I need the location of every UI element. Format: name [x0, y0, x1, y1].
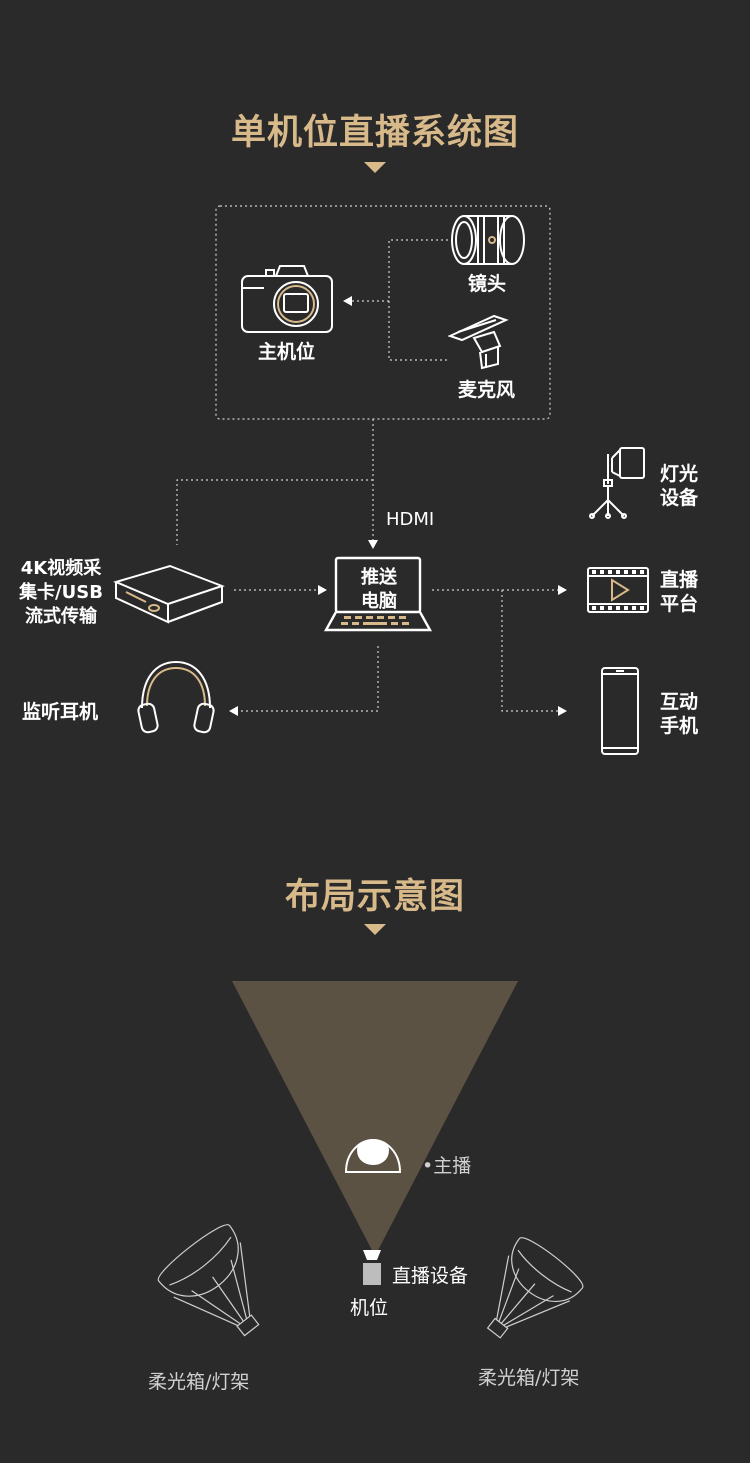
softbox-right-label: 柔光箱/灯架 [478, 1367, 580, 1389]
system-diagram-title: 单机位直播系统图 [230, 113, 519, 153]
layout-diagram-title: 布局示意图 [284, 877, 465, 917]
live-device-label: 直播设备 [392, 1265, 469, 1287]
push-computer-label-line1: 推送 [361, 567, 397, 588]
softbox-left-icon [157, 1224, 260, 1337]
anchor-icon [344, 1138, 402, 1173]
softbox-left-label: 柔光箱/灯架 [148, 1371, 250, 1393]
title-pointer-icon [364, 162, 386, 173]
light-stand-icon [589, 447, 645, 519]
camera-lens-icon [363, 1250, 381, 1260]
phone-icon [601, 667, 639, 755]
live-platform-label-line2: 平台 [660, 593, 699, 615]
capture-card-label-line3: 流式传输 [25, 606, 97, 627]
camera-kit-dashed-box [215, 205, 551, 420]
laptop-to-phone-line [501, 590, 558, 712]
camera-icon [241, 265, 333, 333]
push-computer-label-line2: 电脑 [361, 591, 397, 612]
laptop-icon [324, 556, 433, 632]
lighting-label-line2: 设备 [660, 487, 699, 509]
arrow-capture-to-laptop [318, 585, 327, 595]
arrow-to-phone [558, 706, 567, 716]
interactive-phone-label-line2: 手机 [660, 715, 699, 737]
capture-card-label-line1: 4K视频采 [20, 558, 102, 579]
layout-title-pointer-icon [364, 924, 386, 935]
main-camera-label: 主机位 [258, 341, 316, 363]
lens-label: 镜头 [468, 273, 507, 295]
hdmi-label: HDMI [386, 509, 435, 530]
anchor-label: •主播 [422, 1155, 472, 1177]
microphone-icon [448, 314, 509, 370]
lighting-label-line1: 灯光 [660, 463, 699, 485]
film-play-icon [587, 567, 649, 613]
arrow-to-headphones [229, 706, 238, 716]
softbox-right-icon [486, 1237, 584, 1339]
box-to-capture-line [176, 479, 373, 545]
arrow-to-camera [343, 296, 352, 306]
capture-card-icon [113, 564, 225, 624]
laptop-to-headphones-line [238, 646, 379, 712]
arrow-to-laptop [368, 540, 378, 549]
lens-icon [451, 215, 525, 265]
microphone-label: 麦克风 [458, 379, 516, 401]
headphones-icon [137, 660, 215, 734]
interactive-phone-label-line1: 互动 [660, 691, 699, 713]
capture-card-label-line2: 集卡/USB [19, 582, 103, 603]
arrow-to-platform [558, 585, 567, 595]
live-platform-label-line1: 直播 [660, 569, 699, 591]
camera-position-label: 机位 [350, 1297, 389, 1319]
camera-body-icon [363, 1263, 381, 1285]
monitor-headphones-label: 监听耳机 [22, 701, 99, 723]
camera-view-cone [232, 981, 518, 1256]
